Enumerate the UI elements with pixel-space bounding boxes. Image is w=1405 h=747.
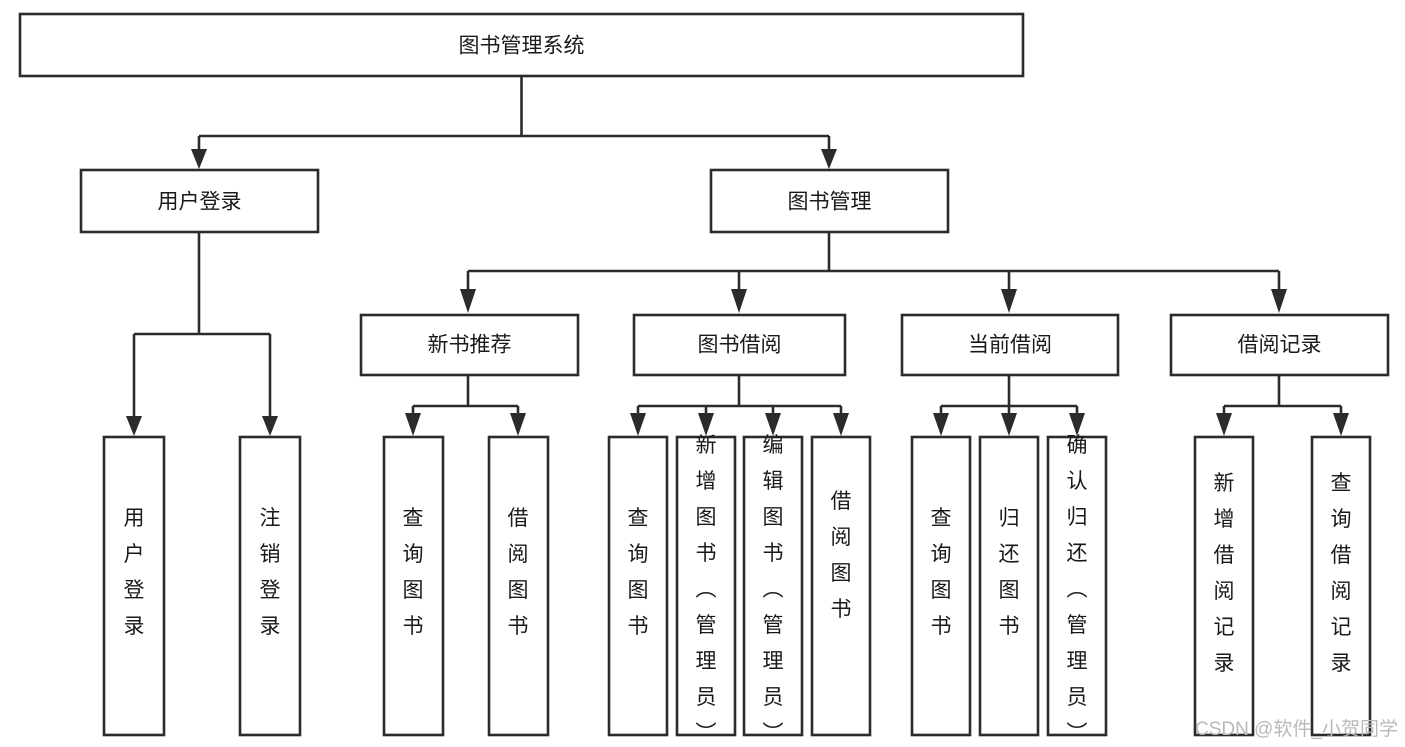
node-leaf-user-login[interactable]: 用户登录 (102, 435, 166, 737)
arrow-head-leaf-confirm-return (1069, 413, 1085, 436)
arrow-head-leaf-user-login (126, 416, 142, 436)
node-borrow-record[interactable]: 借阅记录 (1169, 313, 1390, 377)
node-leaf-confirm-return-box[interactable] (1046, 435, 1108, 737)
arrow-head-leaf-query-book-1 (405, 413, 421, 436)
node-leaf-query-book-2-box[interactable] (607, 435, 669, 737)
node-current-borrow[interactable]: 当前借阅 (900, 313, 1120, 377)
node-book-borrow-box[interactable] (632, 313, 847, 377)
arrow-head-leaf-return-book (1001, 413, 1017, 436)
node-leaf-add-book-box[interactable] (675, 435, 737, 737)
connector-group-book-borrow (630, 375, 849, 436)
arrow-head-book-manage (821, 149, 837, 169)
arrow-head-leaf-query-book-3 (933, 413, 949, 436)
node-leaf-borrow-book-2-label: 借阅图书 (831, 490, 852, 621)
node-leaf-add-book[interactable]: 新增图书︵管理员︶ (675, 434, 737, 745)
node-new-book-recommend[interactable]: 新书推荐 (359, 313, 580, 377)
node-leaf-query-book-3-label: 查询图书 (931, 507, 952, 638)
node-leaf-logout-login-label: 注销登录 (260, 507, 281, 638)
node-user-login-label: 用户登录 (158, 191, 242, 214)
node-root-box[interactable] (18, 12, 1025, 78)
node-user-login-box[interactable] (79, 168, 320, 234)
node-current-borrow-box[interactable] (900, 313, 1120, 377)
node-leaf-edit-book-box[interactable] (742, 435, 804, 737)
node-leaf-add-record-box[interactable] (1193, 435, 1255, 737)
connector-group-current-borrow (933, 375, 1085, 436)
node-leaf-return-book[interactable]: 归还图书 (978, 435, 1040, 737)
node-leaf-query-book-1-label: 查询图书 (403, 507, 424, 638)
arrow-head-current-borrow (1001, 289, 1017, 313)
node-leaf-query-record-label: 查询借阅记录 (1331, 472, 1352, 675)
node-leaf-user-login-label: 用户登录 (124, 507, 145, 638)
node-leaf-borrow-book-2-box[interactable] (810, 435, 872, 737)
node-book-manage[interactable]: 图书管理 (709, 168, 950, 234)
connector-group-root (191, 76, 837, 169)
arrow-head-leaf-add-record (1216, 413, 1232, 436)
node-leaf-query-book-3-box[interactable] (910, 435, 972, 737)
node-book-manage-box[interactable] (709, 168, 950, 234)
arrow-head-borrow-record (1271, 289, 1287, 313)
node-leaf-add-book-label: 新增图书︵管理员︶ (696, 434, 717, 745)
connector-group-borrow-record (1216, 375, 1349, 436)
arrow-head-new-book-recommend (460, 289, 476, 313)
node-leaf-return-book-label: 归还图书 (999, 507, 1020, 638)
node-new-book-recommend-label: 新书推荐 (428, 334, 512, 357)
node-leaf-query-record[interactable]: 查询借阅记录 (1310, 435, 1372, 737)
node-leaf-logout-login-box[interactable] (238, 435, 302, 737)
connector-group-new-book-recommend (405, 375, 526, 436)
node-leaf-borrow-book-1-label: 借阅图书 (508, 507, 529, 638)
node-leaf-edit-book-label: 编辑图书︵管理员︶ (763, 434, 784, 745)
node-book-manage-label: 图书管理 (788, 191, 872, 214)
node-leaf-query-book-1[interactable]: 查询图书 (382, 435, 445, 737)
arrow-head-leaf-query-record (1333, 413, 1349, 436)
node-leaf-borrow-book-1[interactable]: 借阅图书 (487, 435, 550, 737)
node-current-borrow-label: 当前借阅 (968, 334, 1052, 357)
arrow-head-leaf-edit-book (765, 413, 781, 436)
arrow-head-book-borrow (731, 289, 747, 313)
node-user-login[interactable]: 用户登录 (79, 168, 320, 234)
arrow-head-user-login (191, 149, 207, 169)
arrow-head-leaf-logout-login (262, 416, 278, 436)
node-leaf-return-book-box[interactable] (978, 435, 1040, 737)
node-root-label: 图书管理系统 (459, 35, 585, 58)
node-leaf-user-login-box[interactable] (102, 435, 166, 737)
node-leaf-query-record-box[interactable] (1310, 435, 1372, 737)
node-leaf-add-record-label: 新增借阅记录 (1214, 472, 1235, 675)
node-borrow-record-box[interactable] (1169, 313, 1390, 377)
arrow-head-leaf-borrow-book-2 (833, 413, 849, 436)
node-borrow-record-label: 借阅记录 (1238, 334, 1322, 357)
node-leaf-query-book-2-label: 查询图书 (628, 507, 649, 638)
node-leaf-query-book-2[interactable]: 查询图书 (607, 435, 669, 737)
connector-group-user-login (126, 232, 278, 436)
node-leaf-confirm-return-label: 确认归还︵管理员︶ (1067, 434, 1088, 745)
watermark-label: CSDN @软件_小贺同学 (1195, 718, 1398, 740)
arrow-head-leaf-query-book-2 (630, 413, 646, 436)
node-leaf-query-book-1-box[interactable] (382, 435, 445, 737)
arrow-head-leaf-add-book (698, 413, 714, 436)
node-new-book-recommend-box[interactable] (359, 313, 580, 377)
node-leaf-logout-login[interactable]: 注销登录 (238, 435, 302, 737)
node-leaf-confirm-return[interactable]: 确认归还︵管理员︶ (1046, 434, 1108, 745)
node-book-borrow[interactable]: 图书借阅 (632, 313, 847, 377)
node-leaf-edit-book[interactable]: 编辑图书︵管理员︶ (742, 434, 804, 745)
node-leaf-borrow-book-1-box[interactable] (487, 435, 550, 737)
connector-group-book-manage (460, 232, 1287, 313)
node-leaf-borrow-book-2[interactable]: 借阅图书 (810, 435, 872, 737)
node-leaf-query-book-3[interactable]: 查询图书 (910, 435, 972, 737)
node-root[interactable]: 图书管理系统 (18, 12, 1025, 78)
arrow-head-leaf-borrow-book-1 (510, 413, 526, 436)
node-leaf-add-record[interactable]: 新增借阅记录 (1193, 435, 1255, 737)
node-book-borrow-label: 图书借阅 (698, 334, 782, 357)
